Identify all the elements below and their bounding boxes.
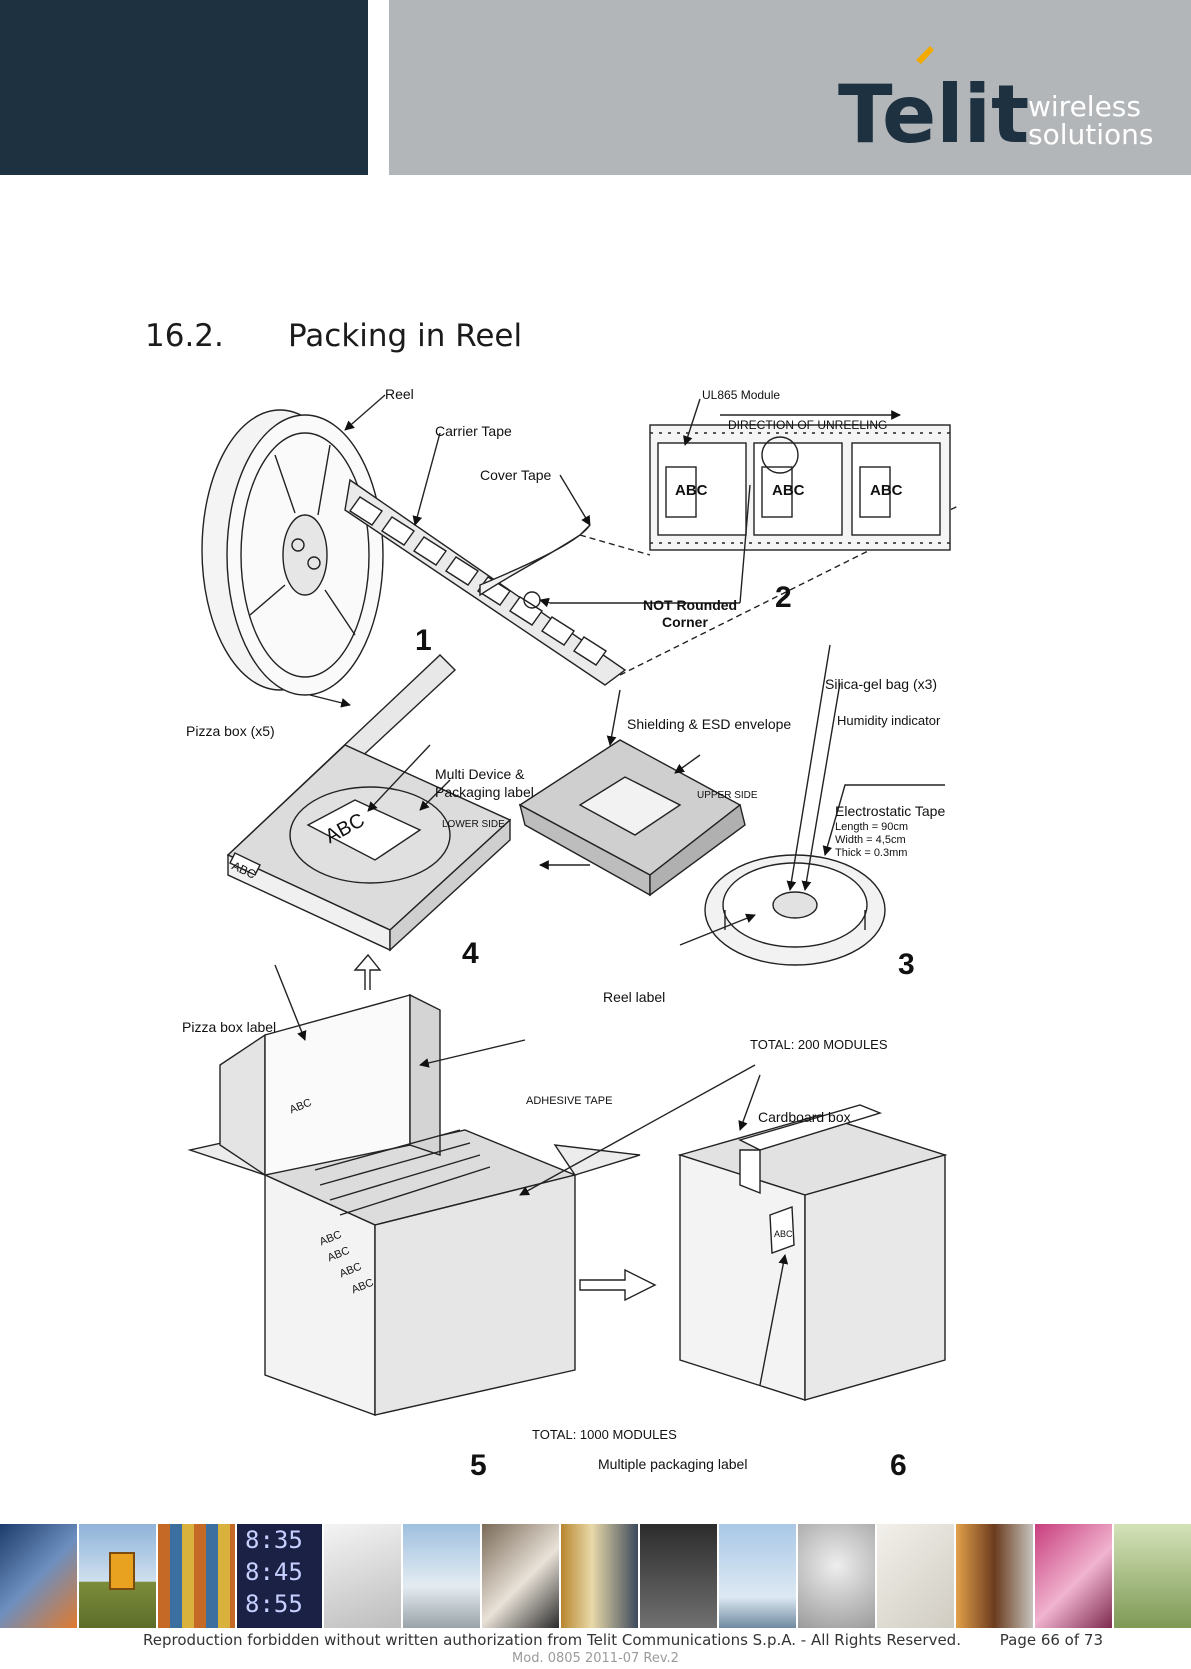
logo-brand: Telit (838, 68, 1029, 156)
photo-keyboard (324, 1524, 401, 1628)
label-upper-side: UPPER SIDE (697, 790, 758, 801)
label-module: UL865 Module (702, 388, 780, 402)
page-footer: Reproduction forbidden without written a… (143, 1631, 1103, 1649)
label-reel: Reel (385, 386, 414, 402)
esd-envelope (518, 739, 746, 897)
photo-pink-equipment (1035, 1524, 1112, 1628)
header-grey-panel (389, 0, 1191, 175)
packing-diagram: Reel Carrier Tape Cover Tape UL865 Modul… (182, 386, 961, 1482)
page-number: Page 66 of 73 (999, 1631, 1103, 1649)
section-number: 16.2. (145, 318, 224, 354)
label-multi-device-line1: Multi Device & (435, 766, 525, 782)
tape-detail (649, 424, 951, 551)
step-3-number: 3 (898, 948, 915, 981)
label-not-rounded-line2: Corner (662, 614, 708, 630)
photo-train-station (956, 1524, 1033, 1628)
label-humidity: Humidity indicator (837, 713, 941, 728)
header-dark-panel (0, 0, 368, 175)
section-title: Packing in Reel (288, 318, 523, 354)
section-heading: 16.2. Packing in Reel (145, 318, 522, 354)
label-pizza-box: Pizza box (x5) (186, 723, 275, 739)
photo-vending-machine (561, 1524, 638, 1628)
reel-top-view (704, 854, 886, 966)
label-tape-thick: Thick = 0.3mm (835, 847, 907, 859)
clock-line-1: 8:35 (245, 1526, 303, 1554)
step-1-number: 1 (415, 624, 432, 657)
tape-module-1-abc: ABC (675, 482, 708, 499)
tape-module-2-abc: ABC (772, 482, 805, 499)
photo-white-surface (877, 1524, 954, 1628)
label-direction: DIRECTION OF UNREELING (728, 418, 887, 432)
label-cardboard: Cardboard box (758, 1109, 851, 1125)
label-reel-label: Reel label (603, 989, 665, 1005)
label-tape-width: Width = 4,5cm (835, 834, 906, 846)
module-revision: Mod. 0805 2011-07 Rev.2 (512, 1651, 679, 1666)
photo-security-camera (1114, 1524, 1191, 1628)
logo-tag-line2: solutions (1028, 118, 1153, 151)
logo-accent-mark (916, 46, 934, 64)
closed-box-abc: ABC (774, 1229, 793, 1239)
step-2-number: 2 (775, 581, 792, 614)
label-carrier-tape: Carrier Tape (435, 423, 512, 439)
label-tape-length: Length = 90cm (835, 821, 908, 833)
label-shielding: Shielding & ESD envelope (627, 716, 791, 732)
logo-tag-line1: wireless (1028, 90, 1141, 123)
label-total-200: TOTAL: 200 MODULES (750, 1037, 888, 1052)
label-not-rounded-line1: NOT Rounded (643, 597, 737, 613)
photo-cyclist (403, 1524, 480, 1628)
photo-roadside-phone (79, 1524, 156, 1628)
closed-shipping-box (677, 1104, 948, 1401)
clock-line-3: 8:55 (245, 1590, 303, 1618)
photo-strip: 8:35 8:45 8:55 (0, 1524, 1191, 1628)
step-5-number: 5 (470, 1449, 487, 1482)
tape-module-3-abc: ABC (870, 482, 903, 499)
pizza-box (226, 654, 512, 952)
step-4-number: 4 (462, 937, 479, 970)
reel-illustration (201, 409, 384, 696)
step-6-number: 6 (890, 1449, 907, 1482)
photo-hand-card (482, 1524, 559, 1628)
label-cover-tape: Cover Tape (480, 467, 552, 483)
clock-line-2: 8:45 (245, 1558, 303, 1586)
label-multi-device-line2: Packaging label (435, 784, 534, 800)
label-total-1000: TOTAL: 1000 MODULES (532, 1427, 677, 1442)
photo-utility-meter (798, 1524, 875, 1628)
label-electrostatic: Electrostatic Tape (835, 803, 945, 819)
photo-highway-light (0, 1524, 77, 1628)
label-lower-side: LOWER SIDE (442, 819, 505, 830)
telit-logo: Telit wireless solutions (838, 46, 1153, 156)
photo-led-clock-display: 8:35 8:45 8:55 (237, 1524, 322, 1628)
phone-sign-icon (109, 1552, 135, 1590)
label-pizza-box-label: Pizza box label (182, 1019, 276, 1035)
label-adhesive: ADHESIVE TAPE (526, 1095, 612, 1107)
open-shipping-box (187, 993, 641, 1416)
cover-tape (479, 524, 591, 597)
copyright-notice: Reproduction forbidden without written a… (143, 1631, 961, 1649)
label-silica: Silica-gel bag (x3) (825, 676, 937, 692)
photo-wind-turbines (719, 1524, 796, 1628)
photo-card-terminal (640, 1524, 717, 1628)
label-multiple-packaging: Multiple packaging label (598, 1456, 747, 1472)
photo-shipping-containers (158, 1524, 235, 1628)
